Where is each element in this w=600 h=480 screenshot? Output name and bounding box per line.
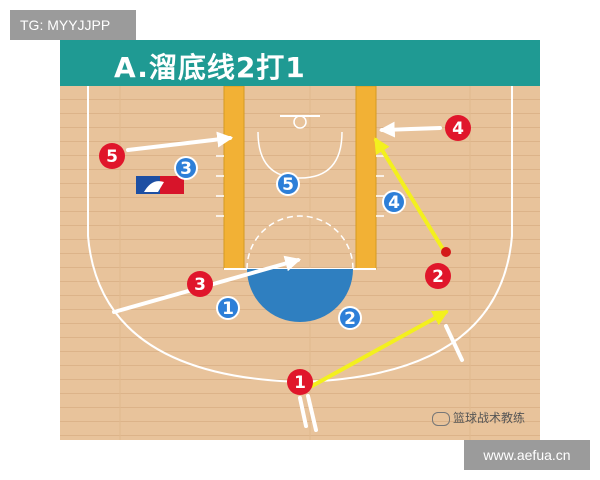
red-player-4: 4 [445, 115, 471, 141]
arrow-red1-tail-2 [306, 394, 318, 432]
yellow-arrow-pass [310, 310, 449, 388]
url-badge: www.aefua.cn [464, 440, 590, 470]
arrow-red5 [126, 131, 234, 152]
arrow-red2-tail [444, 324, 464, 362]
pass-arrows [310, 137, 449, 388]
play-diagram: A.溜底线2打1 [60, 40, 540, 440]
arrow-red4 [378, 121, 442, 138]
court: 1 2 3 4 5 1 2 3 4 5 [60, 86, 540, 440]
wechat-icon [432, 411, 450, 426]
tg-badge: TG: MYYJJPP [10, 10, 136, 40]
blue-player-2-number: 2 [344, 309, 356, 329]
lane-hash-marks [216, 155, 384, 217]
title-bar: A.溜底线2打1 [60, 40, 540, 86]
red-player-1: 1 [287, 369, 313, 395]
red-player-1-number: 1 [294, 373, 306, 393]
nba-logo-icon [136, 176, 184, 194]
red-player-3: 3 [187, 271, 213, 297]
rim [293, 115, 307, 129]
watermark: 篮球战术教练 [432, 409, 525, 426]
red-player-2: 2 [425, 263, 451, 289]
blue-player-1-number: 1 [222, 299, 234, 319]
blue-player-4-number: 4 [388, 193, 400, 213]
blue-player-2: 2 [338, 306, 362, 330]
watermark-text: 篮球战术教练 [453, 411, 526, 425]
blue-player-5: 5 [276, 172, 300, 196]
red-player-5: 5 [99, 143, 125, 169]
lane-left-border [223, 86, 245, 270]
arrow-red1-tail [298, 396, 308, 428]
blue-player-5-number: 5 [282, 175, 294, 195]
play-title: A.溜底线2打1 [114, 51, 306, 84]
blue-player-3: 3 [174, 156, 198, 180]
free-throw-circle-top [246, 215, 354, 270]
yellow-arrow-cut [374, 137, 448, 256]
blue-player-4: 4 [382, 190, 406, 214]
blue-player-3-number: 3 [180, 159, 192, 179]
free-throw-circle-bottom [247, 269, 353, 322]
ball [441, 247, 451, 257]
blue-player-1: 1 [216, 296, 240, 320]
red-player-2-number: 2 [432, 267, 444, 287]
restricted-area-arc [257, 131, 343, 179]
red-player-5-number: 5 [106, 147, 118, 167]
red-player-4-number: 4 [452, 119, 464, 139]
red-player-3-number: 3 [194, 275, 206, 295]
lane-right-border [355, 86, 377, 270]
